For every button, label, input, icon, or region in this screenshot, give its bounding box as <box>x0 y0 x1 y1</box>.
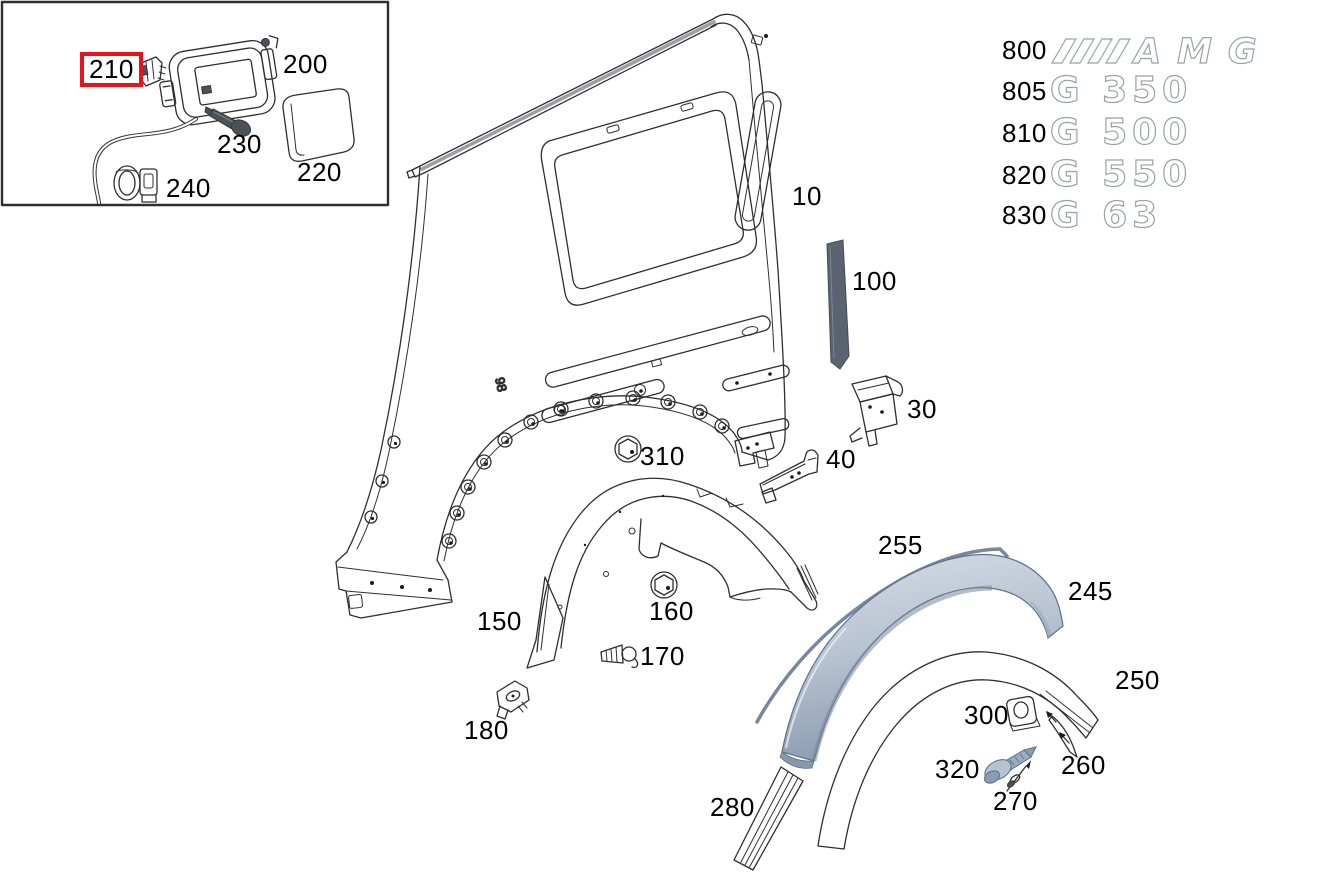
part-label-260[interactable]: 260 <box>1061 750 1106 780</box>
part-label-810[interactable]: 810 <box>1002 118 1047 148</box>
part-label-300[interactable]: 300 <box>964 700 1009 730</box>
wheel-arch-liner-drawing <box>526 477 819 669</box>
nut-160-drawing <box>650 571 678 599</box>
trim-strip-100-drawing <box>826 239 850 370</box>
inset-panel <box>0 0 390 207</box>
part-label-255[interactable]: 255 <box>878 530 923 560</box>
part-label-310[interactable]: 310 <box>640 441 685 471</box>
part-label-200[interactable]: 200 <box>283 49 328 79</box>
badge-g350-logo: G 350 <box>1050 70 1192 111</box>
part-label-270[interactable]: 270 <box>993 786 1038 816</box>
part-label-240[interactable]: 240 <box>166 173 211 203</box>
badge-g500-logo: G 500 <box>1050 112 1192 153</box>
badge-amg-logo: AMG <box>1131 32 1273 72</box>
part-label-805[interactable]: 805 <box>1002 76 1047 106</box>
locking-pin-drawing <box>204 106 252 137</box>
part-label-150[interactable]: 150 <box>477 606 522 636</box>
bracket-30-drawing <box>849 375 904 447</box>
cable-clip-drawing <box>113 165 158 203</box>
badge-amg: AMG <box>1050 31 1273 73</box>
clamp-180-drawing <box>496 680 530 720</box>
part-label-10[interactable]: 10 <box>792 181 822 211</box>
part-label-210[interactable]: 210 <box>80 52 143 88</box>
part-label-830[interactable]: 830 <box>1002 200 1047 230</box>
part-label-180[interactable]: 180 <box>464 715 509 745</box>
fuel-filler-housing-drawing <box>159 35 279 126</box>
part-label-230[interactable]: 230 <box>217 129 262 159</box>
fender-flare-outline-drawing <box>817 651 1099 850</box>
badge-g63-logo: G 63 <box>1050 195 1162 236</box>
fender-flare-filled-drawing <box>779 553 1064 769</box>
flare-trim-strip-drawing <box>755 547 1009 724</box>
expansion-rivet-drawing <box>600 644 639 669</box>
part-label-820[interactable]: 820 <box>1002 160 1047 190</box>
part-label-250[interactable]: 250 <box>1115 665 1160 695</box>
rivet-drawing <box>1006 760 1031 792</box>
part-label-280[interactable]: 280 <box>710 792 755 822</box>
panel-marking-text: 98 <box>492 376 510 393</box>
part-label-30[interactable]: 30 <box>907 394 937 424</box>
sliding-clip-drawing <box>1046 711 1078 758</box>
arch-bolt-holes <box>364 390 730 549</box>
part-label-170[interactable]: 170 <box>640 641 685 671</box>
release-cable-drawing <box>92 117 198 205</box>
part-label-220[interactable]: 220 <box>297 157 342 187</box>
badge-g550-logo: G 550 <box>1050 154 1192 195</box>
part-label-100[interactable]: 100 <box>852 266 897 296</box>
bracket-40-drawing <box>759 449 819 504</box>
part-label-320[interactable]: 320 <box>935 754 980 784</box>
part-label-40[interactable]: 40 <box>826 444 856 474</box>
rocker-trim-strip-drawing <box>733 766 804 871</box>
part-label-160[interactable]: 160 <box>649 596 694 626</box>
plastic-screw-drawing <box>983 746 1038 784</box>
amg-slashes-icon <box>1050 38 1132 64</box>
nut-310-drawing <box>614 435 642 463</box>
inset-panel-border <box>0 0 390 207</box>
fuel-filler-flap-drawing <box>282 88 355 162</box>
part-label-800[interactable]: 800 <box>1002 35 1047 65</box>
part-label-245[interactable]: 245 <box>1068 576 1113 606</box>
quarter-panel-drawing: 98 <box>335 13 790 619</box>
square-nut-drawing <box>1006 695 1041 732</box>
